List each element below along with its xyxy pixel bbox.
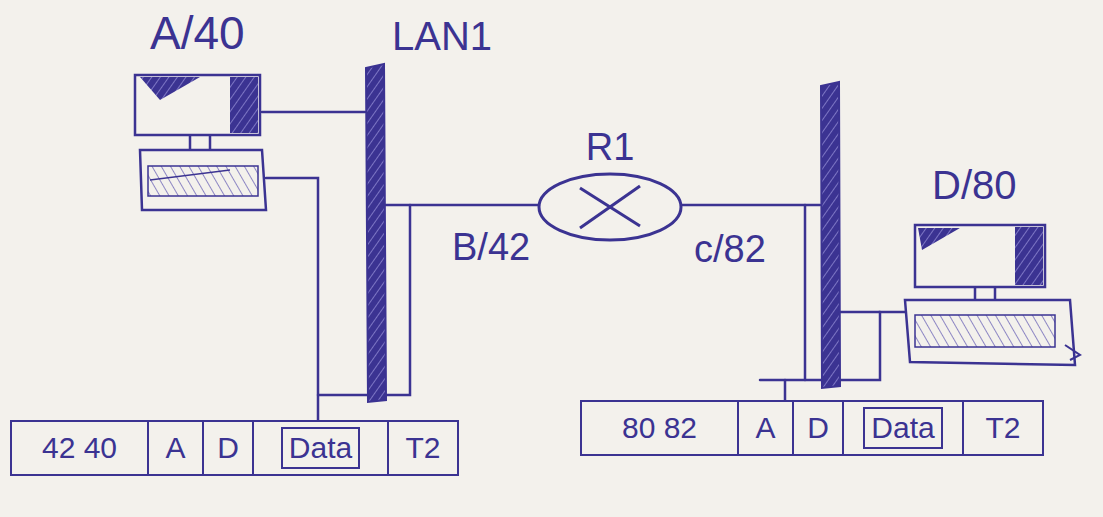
- frame-field: T2: [387, 422, 457, 474]
- frame-field: D: [202, 422, 252, 474]
- field-text: D: [217, 431, 239, 465]
- frame-field: A: [737, 402, 792, 454]
- computer-icon: [905, 225, 1080, 365]
- field-text: A: [755, 411, 775, 445]
- frame-box: 42 40 AD Data T2: [10, 420, 459, 476]
- frame-field: A: [147, 422, 202, 474]
- wires: [262, 112, 905, 420]
- address-label: A/40: [150, 10, 245, 56]
- frame-field: Data: [842, 402, 962, 454]
- address-label: B/42: [452, 228, 530, 266]
- field-text: T2: [405, 431, 440, 465]
- address-label: LAN1: [392, 16, 492, 56]
- wire: [804, 205, 807, 380]
- address-label: c/82: [694, 230, 766, 268]
- wire: [262, 111, 365, 114]
- router-node: R1: [535, 128, 685, 244]
- address-field: 42 40: [12, 422, 147, 474]
- frame-field: D: [792, 402, 842, 454]
- wire: [266, 178, 318, 420]
- wire: [840, 311, 880, 314]
- computer-icon: [135, 75, 266, 210]
- field-text: A: [165, 431, 185, 465]
- lan-bus-bar: [821, 82, 840, 388]
- field-text: Data: [281, 427, 360, 469]
- frame-field: Data: [252, 422, 387, 474]
- wire: [318, 205, 410, 395]
- wire: [784, 380, 787, 400]
- wire: [385, 204, 538, 207]
- field-text: T2: [985, 411, 1020, 445]
- field-text: D: [807, 411, 829, 445]
- field-text: Data: [863, 407, 942, 449]
- router-label: R1: [535, 128, 685, 166]
- lan-bus-bar: [366, 64, 386, 402]
- frame-field: T2: [962, 402, 1042, 454]
- router-symbol: [535, 170, 685, 244]
- wire: [682, 204, 820, 207]
- address-field: 80 82: [582, 402, 737, 454]
- address-label: D/80: [932, 165, 1017, 205]
- frame-box: 80 82 AD Data T2: [580, 400, 1044, 456]
